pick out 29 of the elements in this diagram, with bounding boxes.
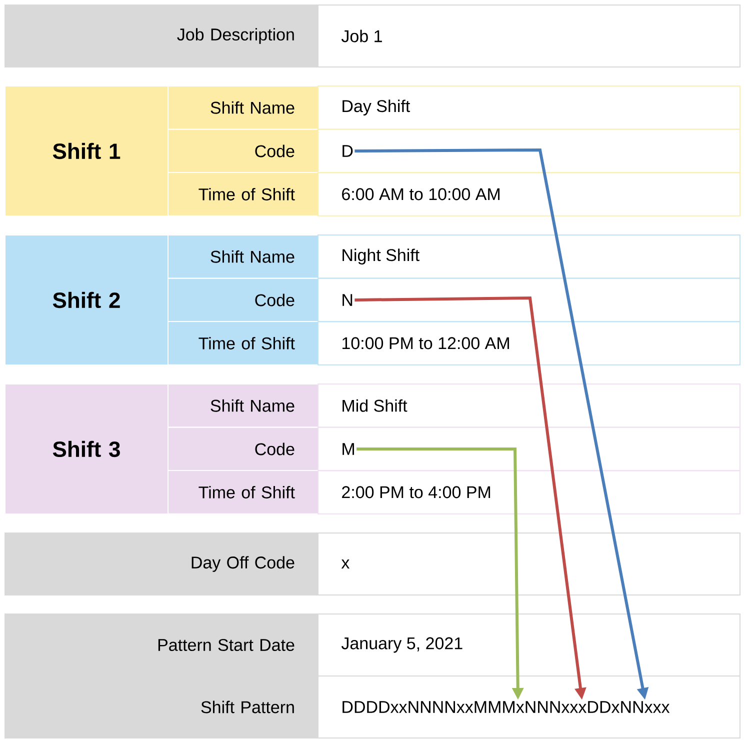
value-text: January 5, 2021: [341, 637, 462, 653]
label-cell: Code: [168, 426, 318, 472]
value-text: N: [342, 294, 352, 306]
shift-header-cell: Shift 3: [4, 384, 168, 514]
shift-header-cell: Shift 1: [4, 86, 168, 216]
value-text: 6:00 AM to 10:00 AM: [342, 188, 500, 200]
value-text: M: [342, 443, 354, 455]
value-text: Day Shift: [342, 100, 410, 116]
value-text: x: [341, 560, 350, 568]
value-text: 2:00 PM to 4:00 PM: [342, 486, 490, 498]
label-cell: Time of Shift: [168, 470, 318, 514]
label-cell: Time of Shift: [168, 172, 318, 216]
label-cell: Pattern Start Date: [4, 614, 318, 676]
label-cell: Shift Name: [168, 85, 318, 130]
value-text: 10:00 PM to 12:00 AM: [342, 337, 509, 350]
label-cell: Shift Name: [168, 383, 318, 428]
value-text: Mid Shift: [342, 399, 408, 412]
label-cell: Code: [168, 278, 318, 322]
value-text: DDDDxxNNNNxxMMMxNNNxxxDDxNNxxx: [342, 701, 670, 713]
shift-header-cell: Shift 2: [4, 234, 168, 366]
value-text: Night Shift: [342, 248, 420, 265]
label-cell: Day Off Code: [4, 532, 318, 596]
label-cell: Time of Shift: [168, 321, 318, 366]
value-text: Job 1: [341, 30, 382, 42]
label-cell: Code: [168, 128, 318, 174]
label-cell: Shift Pattern: [4, 676, 318, 738]
label-cell: Shift Name: [168, 234, 318, 279]
label-cell: Job Description: [4, 4, 318, 68]
value-text: D: [342, 145, 353, 157]
